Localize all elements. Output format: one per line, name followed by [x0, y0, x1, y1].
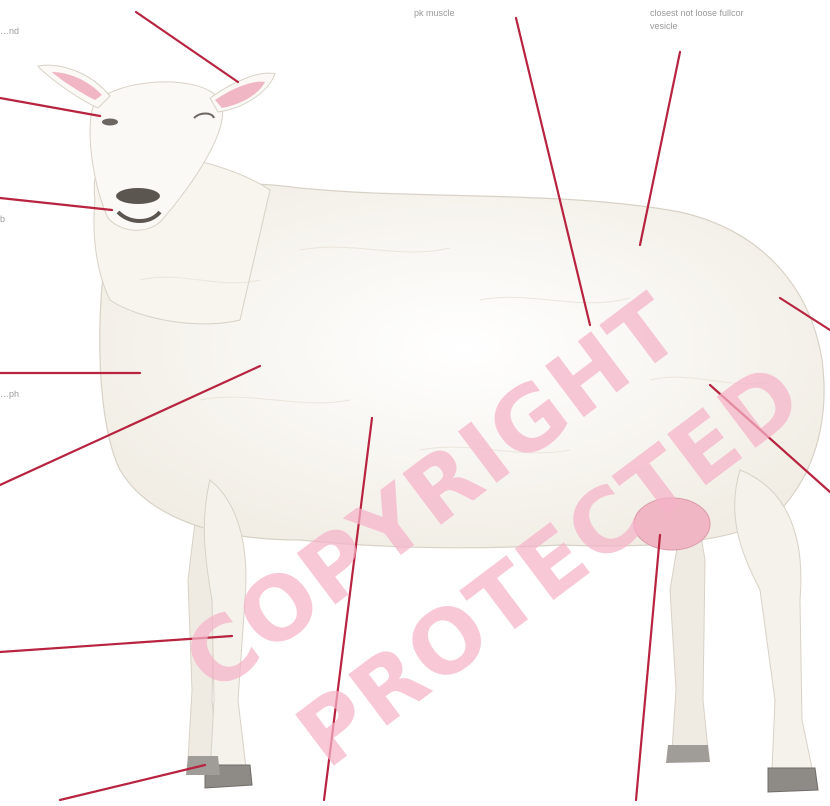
label-top-center: pk muscle: [414, 8, 455, 19]
label-top-right: closest not loose fullcor: [650, 8, 744, 19]
leader-ear: [136, 12, 238, 82]
label-mid-left-2: …ph: [0, 389, 19, 400]
label-top-left: …nd: [0, 26, 19, 37]
leader-hoof: [60, 765, 205, 800]
left-eye: [102, 119, 118, 126]
near-hind-leg: [735, 470, 812, 778]
hind-hoof: [768, 768, 818, 792]
label-mid-left-1: b: [0, 214, 5, 225]
nose: [116, 188, 160, 204]
far-hind-hoof: [666, 745, 710, 763]
label-top-right-2: vesicle: [650, 21, 678, 32]
leader-udder: [636, 535, 660, 800]
